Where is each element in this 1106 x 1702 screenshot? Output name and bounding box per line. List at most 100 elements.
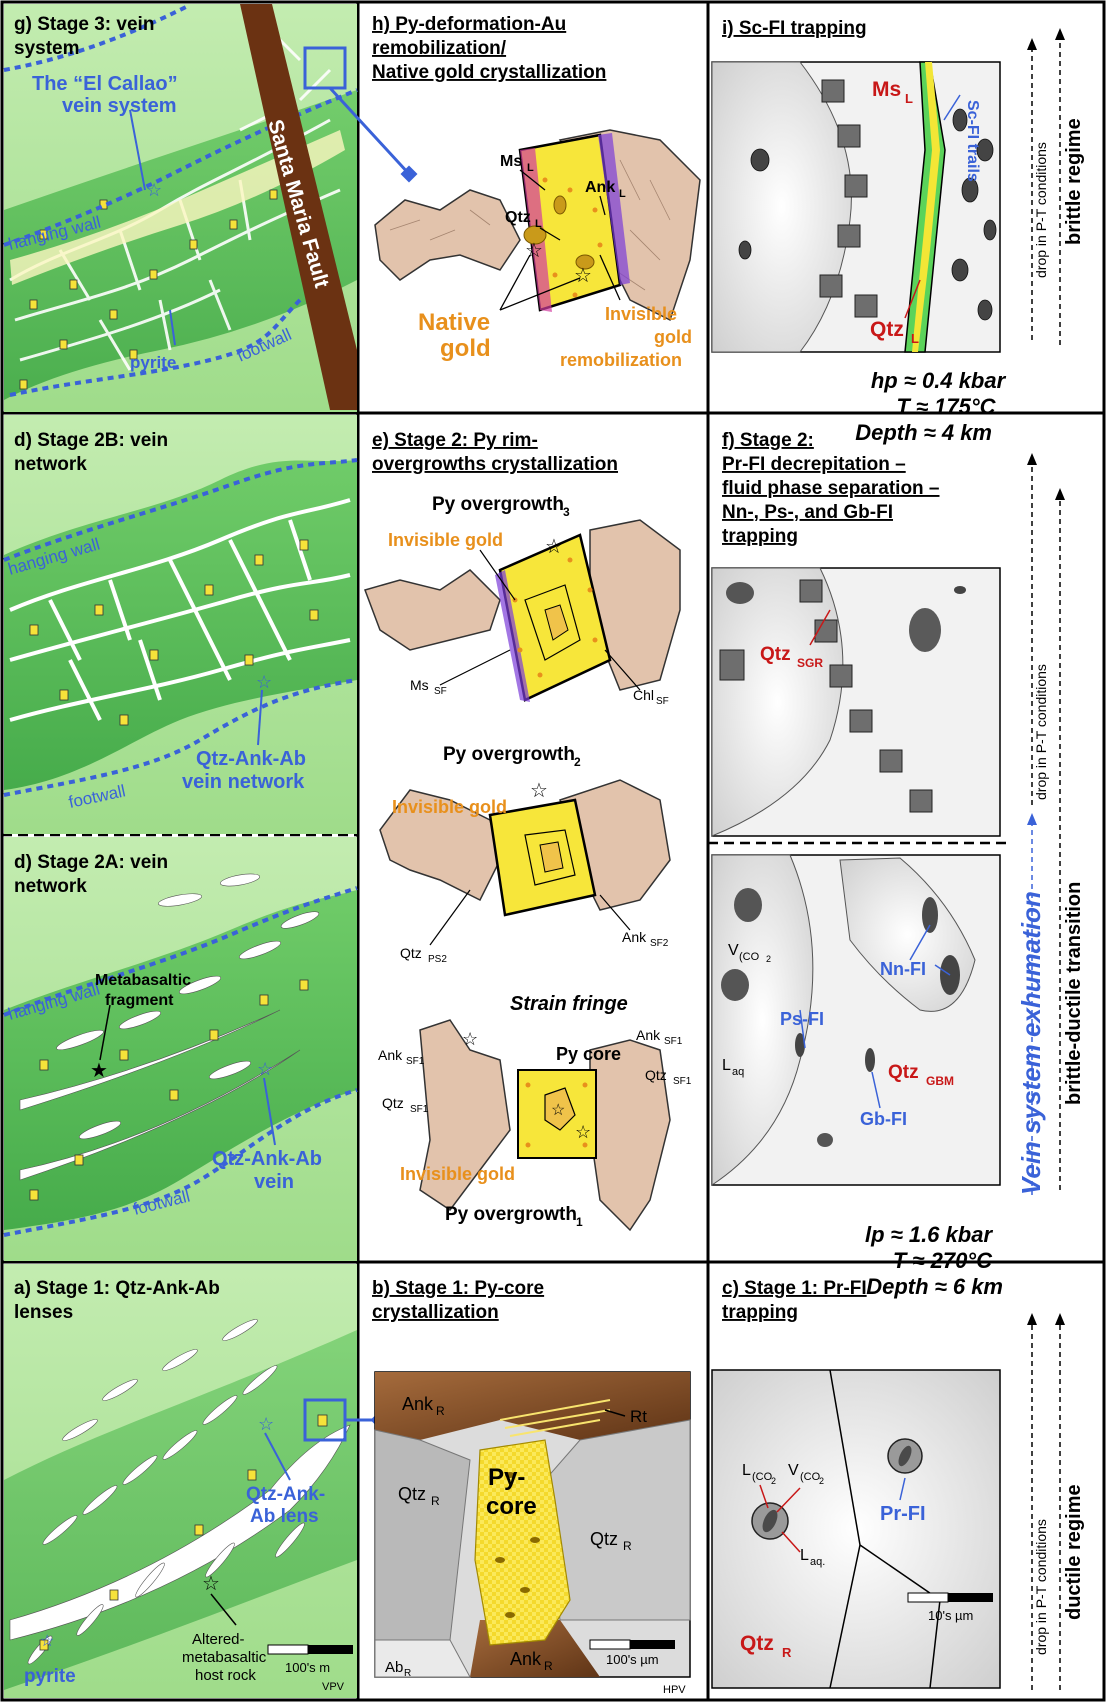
star-marker: ☆ xyxy=(256,672,272,692)
pyrite-grains xyxy=(19,189,278,390)
fluid-inclusion-trails-i xyxy=(738,108,997,321)
native-gold-label-1: Native xyxy=(418,309,490,336)
hpv-label: HPV xyxy=(663,1684,686,1696)
panel-e-title-1: e) Stage 2: Py rim- xyxy=(372,430,538,451)
lp-temperature: T ≈ 270°C xyxy=(893,1248,993,1273)
laq-label-f: L xyxy=(722,1057,731,1074)
panel-b-py-core: b) Stage 1: Py-core crystallization Ank … xyxy=(372,1278,691,1696)
py-overgrowth3-sub: 3 xyxy=(563,505,570,519)
qtz-sgr-sub: SGR xyxy=(797,656,823,670)
scale-bar-c-black xyxy=(948,1593,993,1602)
qtz-label-i: Qtz xyxy=(870,318,904,341)
vapour-bubble xyxy=(898,1445,912,1467)
hp-depth: Depth ≈ 4 km xyxy=(855,420,992,445)
invisible-gold-label-3: remobilization xyxy=(560,350,682,370)
ms-sf-label: Ms xyxy=(410,677,429,693)
star-marker: ☆ xyxy=(545,536,563,558)
vein-label-2a-2: vein xyxy=(254,1171,294,1193)
qtz-sub-i: L xyxy=(911,331,919,346)
hp-temperature: T ≈ 175°C xyxy=(896,394,996,419)
qtz-sub-b-left: R xyxy=(431,1494,440,1508)
panel-c-title-2: trapping xyxy=(722,1302,798,1323)
ab-label: Ab xyxy=(385,1659,403,1676)
quartz-grain-left-i xyxy=(711,61,852,353)
quartz-grain-f xyxy=(711,567,844,837)
pointer-line xyxy=(599,894,631,931)
panel-i-sc-fi-trapping: i) Sc-FI trapping Ms L Qtz L Sc-FI trail… xyxy=(711,18,1085,353)
fi-pointers-c xyxy=(759,1484,801,1553)
star-marker: ★ xyxy=(90,1060,108,1082)
arrowhead-regime-f xyxy=(1055,488,1065,500)
v-co2-label-c: V xyxy=(788,1462,799,1479)
ms-label-i: Ms xyxy=(872,78,901,101)
qtz-sf1-sub-l: SF1 xyxy=(410,1104,429,1115)
panel-e-py-rim-overgrowths: e) Stage 2: Py rim- overgrowths crystall… xyxy=(364,430,692,1232)
panel-f-fluid-inclusions: f) Stage 2: Pr-FI decrepitation – fluid … xyxy=(711,430,1085,1195)
pointer-line xyxy=(479,549,516,601)
invisible-gold-label-1: Invisible xyxy=(605,304,677,324)
panel-i-title: i) Sc-FI trapping xyxy=(722,18,867,39)
l-co2-sub: (CO xyxy=(752,1471,773,1483)
invisible-gold-label-e1: Invisible gold xyxy=(400,1164,515,1184)
panel-b-title-2: crystallization xyxy=(372,1302,499,1323)
qtz-label-c: Qtz xyxy=(740,1632,774,1655)
ank-sf1-label-l: Ank xyxy=(378,1047,403,1063)
vpv-label: VPV xyxy=(322,1681,345,1693)
brittle-regime-label: brittle regime xyxy=(1063,118,1085,245)
panel-f-title-3: fluid phase separation – xyxy=(722,478,940,499)
host-fragment-left xyxy=(419,1019,511,1212)
vein-band xyxy=(4,890,357,1230)
panel-d2b-title-1: d) Stage 2B: vein xyxy=(14,430,168,451)
invisible-gold-dots-h xyxy=(542,177,603,298)
ank-sf1-sub-r: SF1 xyxy=(664,1036,683,1047)
host-label-3: host rock xyxy=(195,1667,256,1684)
scale-label-c: 10's µm xyxy=(928,1608,973,1623)
fluid-inclusion xyxy=(795,1033,805,1057)
zoom-connector-g xyxy=(328,86,412,177)
v-co2-sub2-f: 2 xyxy=(766,954,771,964)
ductile-regime-label: ductile regime xyxy=(1063,1484,1085,1620)
laq-sub-c: aq. xyxy=(810,1556,825,1568)
arrowhead-drop-i xyxy=(1027,38,1037,50)
nn-fi-label: Nn-FI xyxy=(880,959,926,979)
drop-pt-label-i: drop in P-T conditions xyxy=(1033,142,1049,278)
pyrite-core-b xyxy=(474,1439,571,1646)
scale-label-b: 100's µm xyxy=(606,1652,659,1667)
brittle-ductile-label: brittle-ductile transition xyxy=(1063,882,1085,1105)
ank-label-b-lower: Ank xyxy=(510,1649,542,1669)
zoom-connector-tip xyxy=(400,165,418,183)
pyrite-pointer-g xyxy=(169,309,176,346)
panel-a-title-1: a) Stage 1: Qtz-Ank-Ab xyxy=(14,1278,220,1299)
pyrite-grains xyxy=(29,979,309,1201)
ab-sub: R xyxy=(404,1668,411,1679)
native-gold-grain-1 xyxy=(523,225,547,245)
arrowhead-drop-c xyxy=(1027,1313,1037,1325)
panel-h-title-2: remobilization/ xyxy=(372,38,507,59)
panel-d2b-vein-network: ☆ d) Stage 2B: vein network hanging wall… xyxy=(3,415,358,834)
panel-d2a-vein-network: ★ ☆ d) Stage 2A: vein network hanging wa… xyxy=(3,837,358,1261)
panel-f-title-5: trapping xyxy=(722,526,798,547)
vein-quartz-band xyxy=(10,130,345,285)
vein-network-label-2: vein network xyxy=(182,771,305,793)
py-core-label-2: core xyxy=(486,1493,537,1520)
lp-pressure: lp ≈ 1.6 kbar xyxy=(865,1222,993,1247)
ank-sf1-sub-l: SF1 xyxy=(406,1056,425,1067)
ank-sub-h: L xyxy=(619,188,626,200)
py-core-label: Py core xyxy=(556,1044,621,1064)
fluid-inclusion xyxy=(865,1048,875,1072)
panel-c-title-1: c) Stage 1: Pr-FI xyxy=(722,1278,867,1299)
star-marker: ☆ xyxy=(258,1414,274,1434)
qtz-sub-c: R xyxy=(782,1645,792,1660)
pyrite-inner-zone xyxy=(524,829,576,886)
subgrain-chain-i xyxy=(819,79,878,318)
fragment-label-1: Metabasaltic xyxy=(95,972,191,989)
pyrite-label-a: pyrite xyxy=(24,1666,76,1687)
exhumation-label: Vein system exhumation xyxy=(1016,891,1046,1195)
conditions-hp: hp ≈ 0.4 kbar T ≈ 175°C Depth ≈ 4 km xyxy=(855,368,1006,445)
ank-sf2-sub: SF2 xyxy=(650,938,669,949)
hanging-wall-line xyxy=(3,886,358,1017)
fluid-inclusion xyxy=(734,888,762,922)
native-gold-grain-2 xyxy=(575,254,595,270)
star-marker: ☆ xyxy=(462,1029,478,1049)
